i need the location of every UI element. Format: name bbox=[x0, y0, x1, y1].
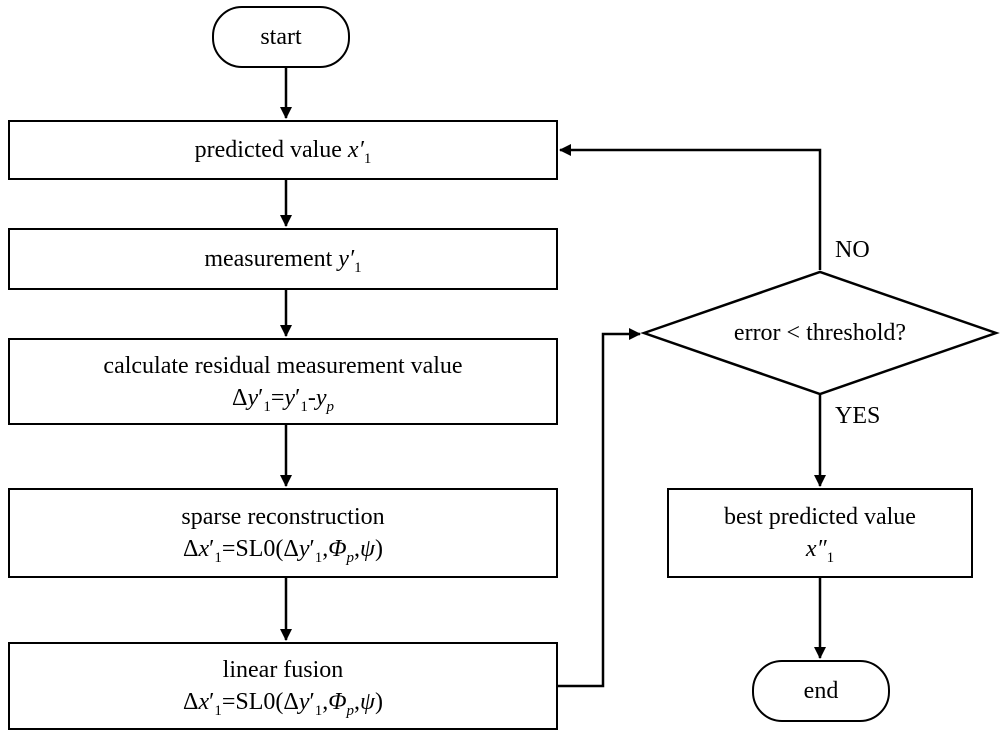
residual-box: calculate residual measurement value Δy′… bbox=[8, 338, 558, 425]
best-variable: x″1 bbox=[805, 536, 835, 566]
sparse-reconstruction-box: sparse reconstruction Δx′1=SL0(Δy′1,Φp,ψ… bbox=[8, 488, 558, 578]
measurement-text: measurement y′1 bbox=[204, 246, 362, 276]
fusion-equation: Δx′1=SL0(Δy′1,Φp,ψ) bbox=[183, 689, 383, 719]
end-terminal: end bbox=[752, 660, 890, 722]
end-label: end bbox=[803, 678, 839, 704]
decision-label: error < threshold? bbox=[733, 320, 907, 346]
arrow-fusion-to-decision bbox=[558, 328, 641, 688]
predicted-value-text: predicted value x′1 bbox=[194, 137, 372, 167]
predicted-value-box: predicted value x′1 bbox=[8, 120, 558, 180]
measurement-box: measurement y′1 bbox=[8, 228, 558, 290]
best-title: best predicted value bbox=[724, 504, 916, 530]
decision-diamond bbox=[640, 270, 1000, 396]
fusion-title: linear fusion bbox=[222, 657, 344, 683]
sparse-equation: Δx′1=SL0(Δy′1,Φp,ψ) bbox=[183, 536, 383, 566]
sparse-title: sparse reconstruction bbox=[181, 504, 385, 530]
residual-equation: Δy′1=y′1-yp bbox=[232, 384, 334, 415]
arrow-decision-no-to-predicted bbox=[559, 144, 822, 270]
yes-label: YES bbox=[835, 403, 881, 429]
predicted-value-variable: x′1 bbox=[347, 137, 372, 167]
start-label: start bbox=[260, 24, 302, 50]
residual-title: calculate residual measurement value bbox=[103, 352, 463, 379]
linear-fusion-box: linear fusion Δx′1=SL0(Δy′1,Φp,ψ) bbox=[8, 642, 558, 730]
measurement-variable: y′1 bbox=[338, 246, 362, 276]
no-label: NO bbox=[835, 237, 870, 263]
start-terminal: start bbox=[212, 6, 350, 68]
best-predicted-box: best predicted value x″1 bbox=[667, 488, 973, 578]
